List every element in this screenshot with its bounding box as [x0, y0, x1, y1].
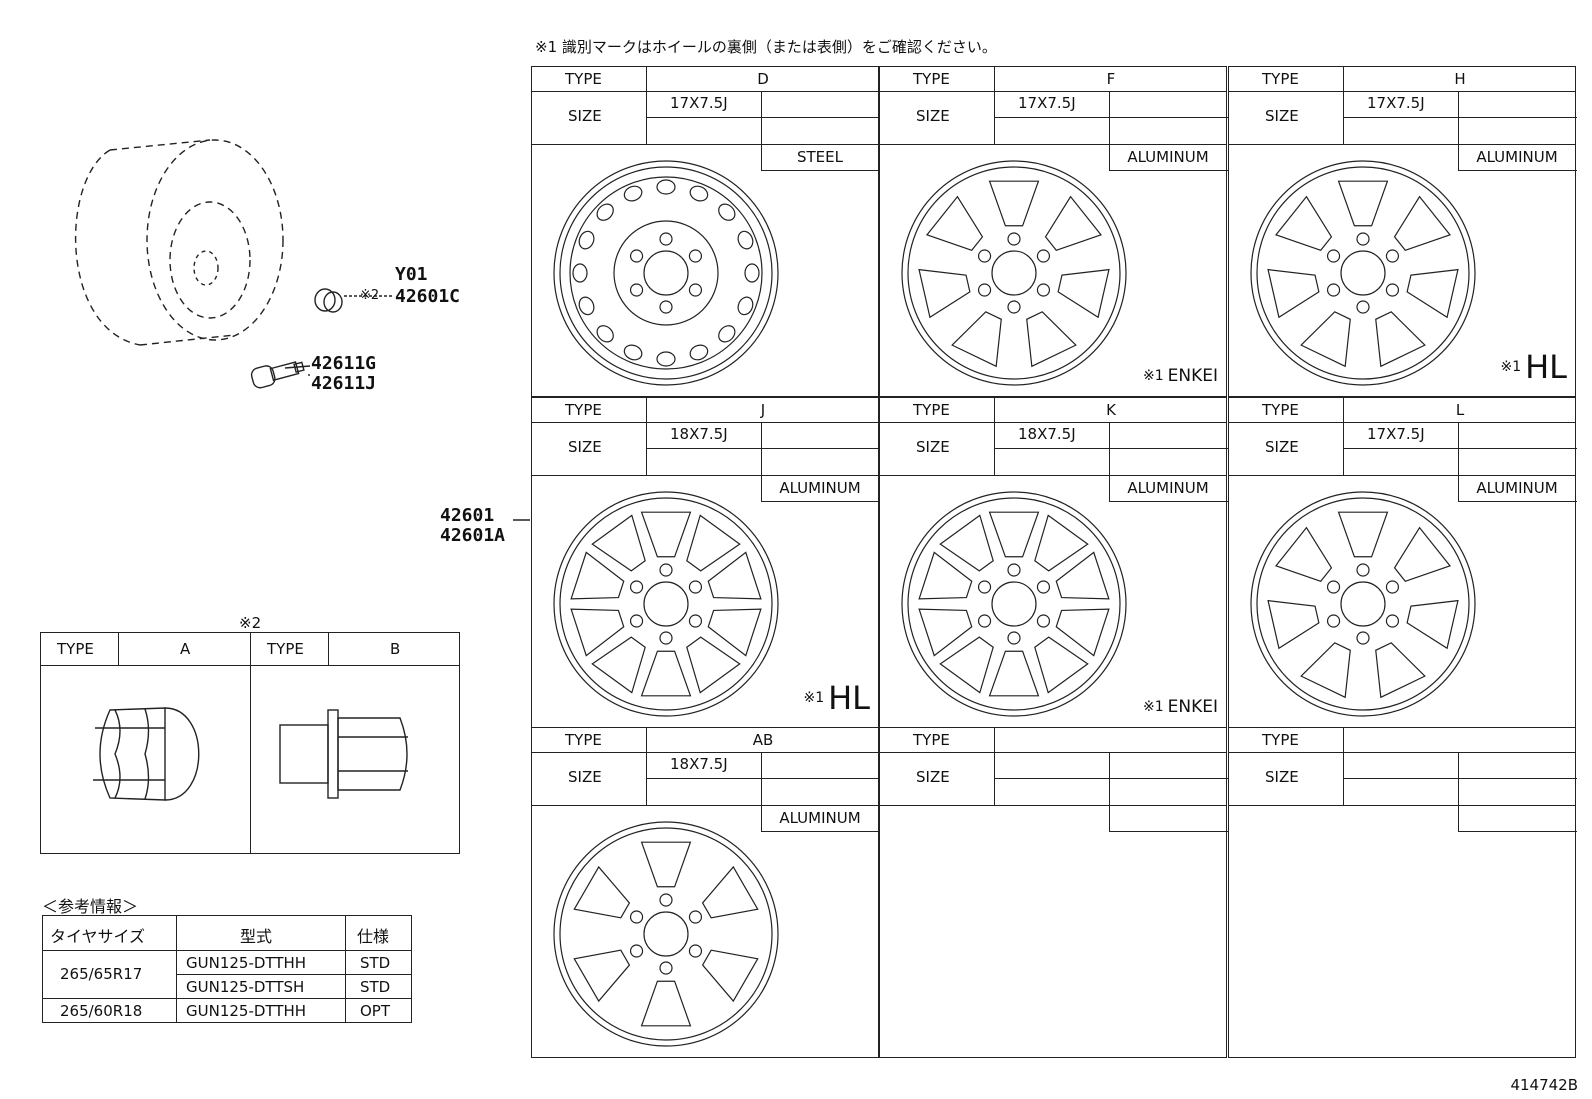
ref-tire-1: 265/65R17 [60, 965, 143, 983]
nut-type-b: B [390, 640, 401, 658]
size-label: SIZE [568, 438, 602, 456]
wheel-drawing-H [1250, 160, 1476, 386]
size-label: SIZE [1265, 768, 1299, 786]
type-label: TYPE [565, 70, 602, 88]
nut-type-a: A [180, 640, 191, 658]
ref2-mark: ※2 [360, 288, 380, 303]
wheel-type: H [1454, 70, 1466, 88]
ref-spec-3: OPT [360, 1002, 391, 1020]
nut-type-label-a: TYPE [57, 640, 94, 658]
part-y01: Y01 [395, 264, 428, 285]
brand-mark: ENKEI [1167, 697, 1218, 717]
part-42611g: 42611G [311, 353, 377, 374]
wheel-type: F [1106, 70, 1116, 88]
wheel-type: K [1106, 401, 1116, 419]
diagram-code: 414742B [1510, 1076, 1578, 1094]
nut-a-drawing [93, 707, 200, 801]
size-label: SIZE [916, 768, 950, 786]
ref1-mark: ※1 [803, 690, 825, 706]
wheel-size: 17X7.5J [1018, 94, 1076, 112]
type-label: TYPE [1262, 70, 1299, 88]
wheel-drawing-AB [553, 821, 779, 1047]
ref1-mark: ※1 [1142, 699, 1164, 715]
wheel-material: ALUMINUM [1476, 148, 1558, 166]
ref-header-spec: 仕様 [357, 927, 390, 946]
wheel-type: D [757, 70, 769, 88]
wheel-cell-6: TYPE SIZE L 17X7.5J ALUMINUM [1228, 397, 1577, 728]
wheel-type: J [760, 401, 766, 419]
size-label: SIZE [916, 438, 950, 456]
nut-b-drawing [279, 709, 408, 799]
ref1-mark: ※1 [1142, 368, 1164, 384]
size-label: SIZE [568, 768, 602, 786]
wheel-material: ALUMINUM [1127, 148, 1209, 166]
wheel-drawing-L [1250, 491, 1476, 717]
part-42611j: 42611J [311, 373, 377, 394]
wheel-size: 17X7.5J [1367, 94, 1425, 112]
part-42601a: 42601A [440, 525, 506, 546]
nut-table-ref: ※2 [239, 614, 262, 632]
wheel-exploded-drawing [74, 139, 530, 521]
wheel-type: L [1455, 401, 1465, 419]
wheel-size: 18X7.5J [670, 755, 728, 773]
size-label: SIZE [1265, 107, 1299, 125]
reference-table [42, 915, 412, 1023]
wheel-drawing-J [553, 491, 779, 717]
wheel-drawing-F [901, 160, 1127, 386]
type-label: TYPE [1262, 731, 1299, 749]
brand-mark: HL [1525, 348, 1567, 386]
wheel-size: 17X7.5J [670, 94, 728, 112]
size-label: SIZE [1265, 438, 1299, 456]
wheel-drawing-K [901, 491, 1127, 717]
ref1-mark: ※1 [1500, 359, 1522, 375]
size-label: SIZE [568, 107, 602, 125]
ref-spec-2: STD [360, 978, 391, 996]
reference-title: ＜参考情報＞ [42, 897, 139, 916]
wheel-type: AB [752, 731, 774, 749]
ref-model-2: GUN125-DTTSH [186, 978, 305, 996]
ref-header-model: 型式 [240, 927, 273, 946]
nut-type-label-b: TYPE [267, 640, 304, 658]
wheel-cell-8: TYPE SIZE [879, 727, 1228, 1058]
wheel-cell-1: TYPE SIZE D 17X7.5J STEEL [531, 66, 880, 397]
part-42601c: 42601C [395, 286, 461, 307]
type-label: TYPE [565, 731, 602, 749]
wheel-material: ALUMINUM [779, 479, 861, 497]
ref-model-3: GUN125-DTTHH [186, 1002, 307, 1020]
type-label: TYPE [1262, 401, 1299, 419]
ref-model-1: GUN125-DTTHH [186, 954, 307, 972]
type-label: TYPE [913, 731, 950, 749]
wheel-size: 17X7.5J [1367, 425, 1425, 443]
wheel-size: 18X7.5J [1018, 425, 1076, 443]
part-42601: 42601 [440, 505, 495, 526]
wheel-material: ALUMINUM [779, 809, 861, 827]
wheel-drawing-D [553, 160, 779, 386]
ref-tire-3: 265/60R18 [60, 1002, 143, 1020]
wheel-material: ALUMINUM [1476, 479, 1558, 497]
type-label: TYPE [565, 401, 602, 419]
brand-mark: ENKEI [1167, 366, 1218, 386]
identification-note: ※1 識別マークはホイールの裏側（または表側）をご確認ください。 [535, 38, 997, 56]
wheel-material: STEEL [797, 148, 843, 166]
wheel-cell-9: TYPE SIZE [1228, 727, 1577, 1058]
wheel-size: 18X7.5J [670, 425, 728, 443]
ref-header-tire: タイヤサイズ [50, 927, 146, 946]
type-label: TYPE [913, 70, 950, 88]
wheel-material: ALUMINUM [1127, 479, 1209, 497]
wheel-cell-7: TYPE SIZE AB 18X7.5J ALUMINUM [531, 727, 880, 1058]
ref-spec-1: STD [360, 954, 391, 972]
size-label: SIZE [916, 107, 950, 125]
type-label: TYPE [913, 401, 950, 419]
brand-mark: HL [828, 679, 870, 717]
